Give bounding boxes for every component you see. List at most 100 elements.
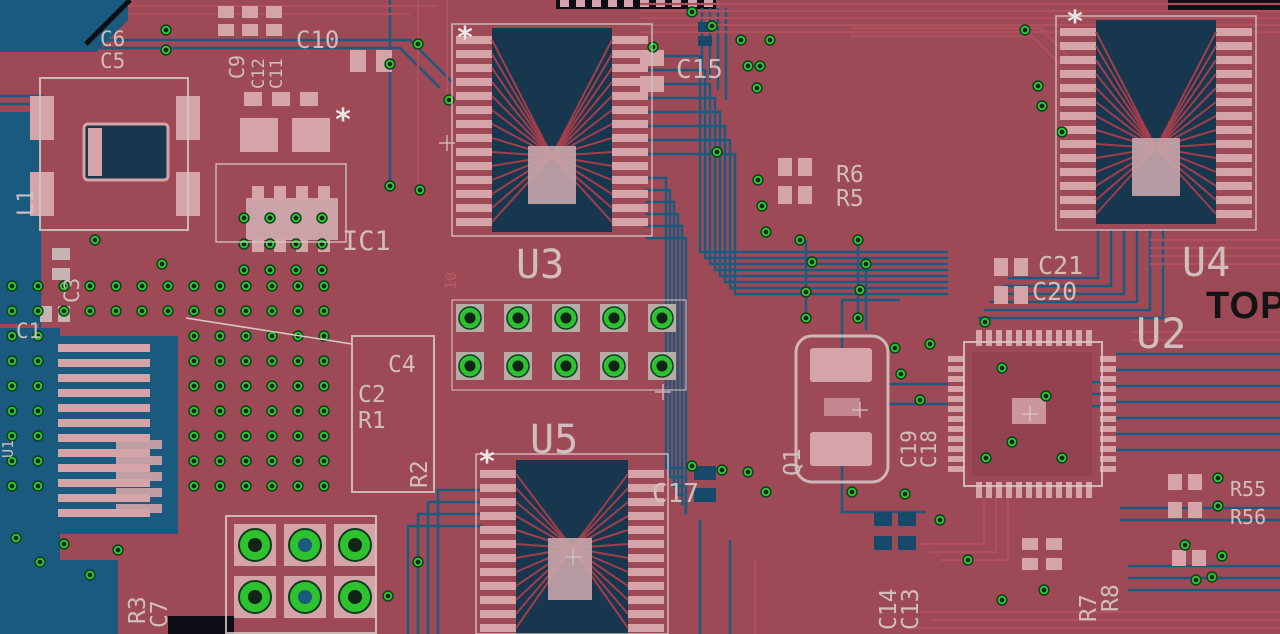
ic-pin[interactable] <box>480 470 516 478</box>
designator-u2[interactable]: U2 <box>1136 309 1187 358</box>
connector-pin[interactable] <box>58 509 150 517</box>
designator-r3[interactable]: R3 <box>125 596 151 624</box>
ic-pin[interactable] <box>1100 356 1116 362</box>
ic-pin[interactable] <box>1056 482 1062 498</box>
trace[interactable] <box>646 224 684 506</box>
passive-pad[interactable] <box>1172 550 1186 566</box>
passive-pad[interactable] <box>778 158 792 176</box>
designator-r1[interactable]: R1 <box>358 408 386 434</box>
ic-pin[interactable] <box>628 540 664 548</box>
connector-pin[interactable] <box>116 456 162 465</box>
designator-u3[interactable]: U3 <box>516 242 564 288</box>
trace[interactable] <box>646 82 948 266</box>
pad[interactable] <box>810 348 872 382</box>
ic-pin[interactable] <box>948 416 964 422</box>
ic-pin[interactable] <box>1216 210 1252 218</box>
designator-r6[interactable]: R6 <box>836 162 864 188</box>
ic-pin[interactable] <box>480 582 516 590</box>
ic-pin[interactable] <box>1066 482 1072 498</box>
designator-l1[interactable]: L1 <box>14 190 39 217</box>
trace[interactable] <box>996 230 1126 296</box>
edge-pad[interactable] <box>560 0 569 7</box>
connector-pin[interactable] <box>58 419 150 427</box>
crystal-q1[interactable] <box>810 348 872 466</box>
ic-pin[interactable] <box>948 446 964 452</box>
ic-pin[interactable] <box>480 624 516 632</box>
ic-pin[interactable] <box>1060 168 1096 176</box>
trace[interactable] <box>930 498 998 554</box>
ic-pin[interactable] <box>612 134 648 142</box>
ic-pin[interactable] <box>1046 482 1052 498</box>
connector-pin[interactable] <box>58 449 150 457</box>
ic-pin[interactable] <box>456 120 492 128</box>
ic-pin[interactable] <box>1100 366 1116 372</box>
ic-pin[interactable] <box>948 426 964 432</box>
designator-c13[interactable]: C13 <box>898 588 924 630</box>
designator-c19[interactable]: C19 <box>897 430 921 468</box>
ic-pin[interactable] <box>1100 396 1116 402</box>
passive-pad[interactable] <box>266 24 282 36</box>
trace[interactable] <box>646 152 948 296</box>
ic-pin[interactable] <box>480 610 516 618</box>
ic-pin[interactable] <box>1076 482 1082 498</box>
ic-pin[interactable] <box>456 78 492 86</box>
designator-c18[interactable]: C18 <box>917 430 941 468</box>
passive-pad[interactable] <box>218 6 234 18</box>
designator-c2[interactable]: C2 <box>358 382 386 408</box>
passive-pad[interactable] <box>778 186 792 204</box>
passive-pad[interactable] <box>52 248 70 260</box>
ic-pin[interactable] <box>628 498 664 506</box>
passive-pad[interactable] <box>798 186 812 204</box>
ic-pin[interactable] <box>1100 406 1116 412</box>
ic-pin[interactable] <box>1026 482 1032 498</box>
ic-pin[interactable] <box>252 238 264 252</box>
trace[interactable] <box>978 230 1165 320</box>
ic-pin[interactable] <box>252 186 264 200</box>
component-body[interactable] <box>82 122 170 182</box>
ic-pin[interactable] <box>1006 482 1012 498</box>
ic-pin[interactable] <box>1060 112 1096 120</box>
ic-pin[interactable] <box>612 64 648 72</box>
designator-c6[interactable]: C6 <box>100 27 125 51</box>
connector-pin[interactable] <box>58 374 150 382</box>
passives[interactable] <box>40 6 1206 570</box>
ic-pin[interactable] <box>948 366 964 372</box>
passive-pad[interactable] <box>1022 558 1038 570</box>
pad[interactable] <box>292 118 330 152</box>
ic-pin[interactable] <box>1086 482 1092 498</box>
connector-pin[interactable] <box>58 464 150 472</box>
ic-pin[interactable] <box>996 330 1002 346</box>
ic-u5[interactable] <box>480 460 664 634</box>
ic-pin[interactable] <box>1060 84 1096 92</box>
passive-pad[interactable] <box>266 6 282 18</box>
ic-pin[interactable] <box>1060 70 1096 78</box>
trace[interactable] <box>646 110 948 278</box>
designator-u4[interactable]: U4 <box>1182 240 1230 286</box>
ic-pin[interactable] <box>628 610 664 618</box>
ic-pin[interactable] <box>456 36 492 44</box>
ic-pin[interactable] <box>480 568 516 576</box>
ic-pin[interactable] <box>1216 196 1252 204</box>
connector-pin[interactable] <box>58 389 150 397</box>
ic-pin[interactable] <box>480 540 516 548</box>
passive-pad[interactable] <box>1046 538 1062 550</box>
ic-pin[interactable] <box>1016 330 1022 346</box>
ic-pin[interactable] <box>1060 182 1096 190</box>
ic-pin[interactable] <box>480 526 516 534</box>
passive-pad[interactable] <box>898 512 916 526</box>
trace[interactable] <box>850 26 1069 57</box>
ic-pin[interactable] <box>456 106 492 114</box>
designator-q1[interactable]: Q1 <box>780 448 806 476</box>
regulator[interactable] <box>240 50 392 152</box>
ic-pin[interactable] <box>612 148 648 156</box>
ic-pin[interactable] <box>948 456 964 462</box>
passive-pad[interactable] <box>898 536 916 550</box>
ic-pin[interactable] <box>612 106 648 114</box>
designator-c17[interactable]: C17 <box>652 479 699 509</box>
vias[interactable] <box>6 6 1228 606</box>
copper-pour-blue[interactable] <box>0 112 40 324</box>
passive-pad[interactable] <box>242 24 258 36</box>
passive-pad[interactable] <box>218 24 234 36</box>
